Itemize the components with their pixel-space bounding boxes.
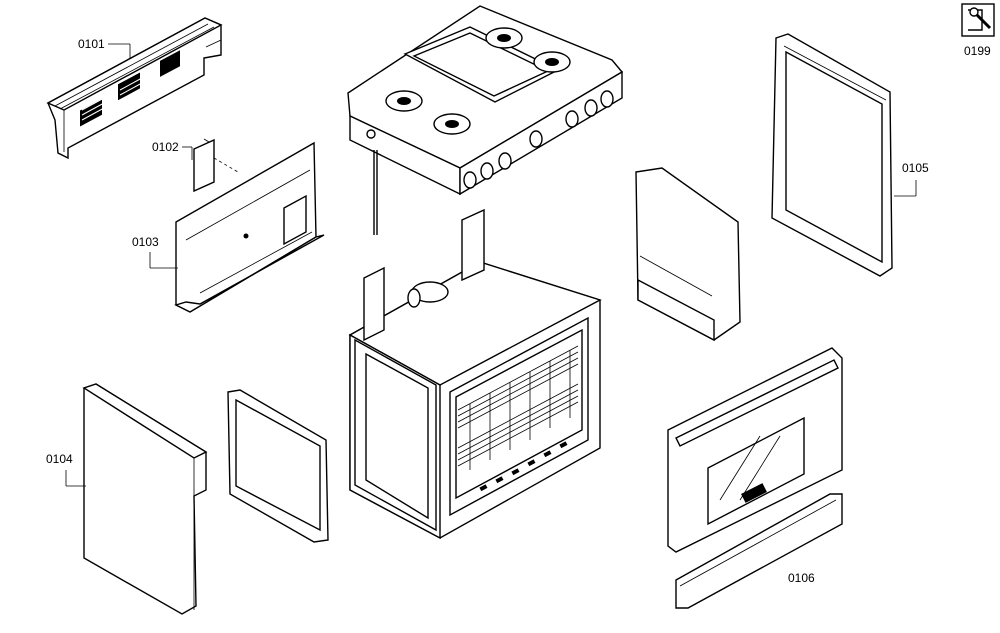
control-knobs (463, 90, 614, 189)
label-0106: 0106 (788, 571, 815, 585)
part-0105-side-frame (771, 33, 893, 277)
label-0101: 0101 (78, 37, 105, 51)
part-inner-left-panel (227, 389, 329, 543)
part-oven-body (348, 208, 602, 540)
label-0104: 0104 (46, 452, 73, 466)
label-0199: 0199 (964, 44, 991, 58)
part-0104-left-panel (82, 383, 208, 615)
oven-racks (457, 345, 579, 470)
part-0101-vent-trim (46, 17, 223, 160)
assembly-dash-0102 (213, 157, 239, 173)
part-0103-rear-panel (174, 141, 325, 313)
label-0105: 0105 (902, 161, 929, 175)
part-oven-door (667, 347, 843, 553)
label-0103: 0103 (132, 235, 159, 249)
burner-front-left (385, 90, 423, 112)
oven-bottom-slots (479, 441, 568, 492)
part-0102-plate (193, 138, 215, 193)
burner-back-left (485, 27, 523, 49)
burner-back-right (533, 51, 571, 73)
wrench-service-icon (961, 3, 995, 37)
label-0102: 0102 (152, 140, 179, 154)
part-cooktop (347, 5, 624, 235)
part-side-panel-right (635, 167, 741, 342)
burner-front-right (433, 113, 471, 135)
part-0106-door-trim (675, 493, 843, 609)
